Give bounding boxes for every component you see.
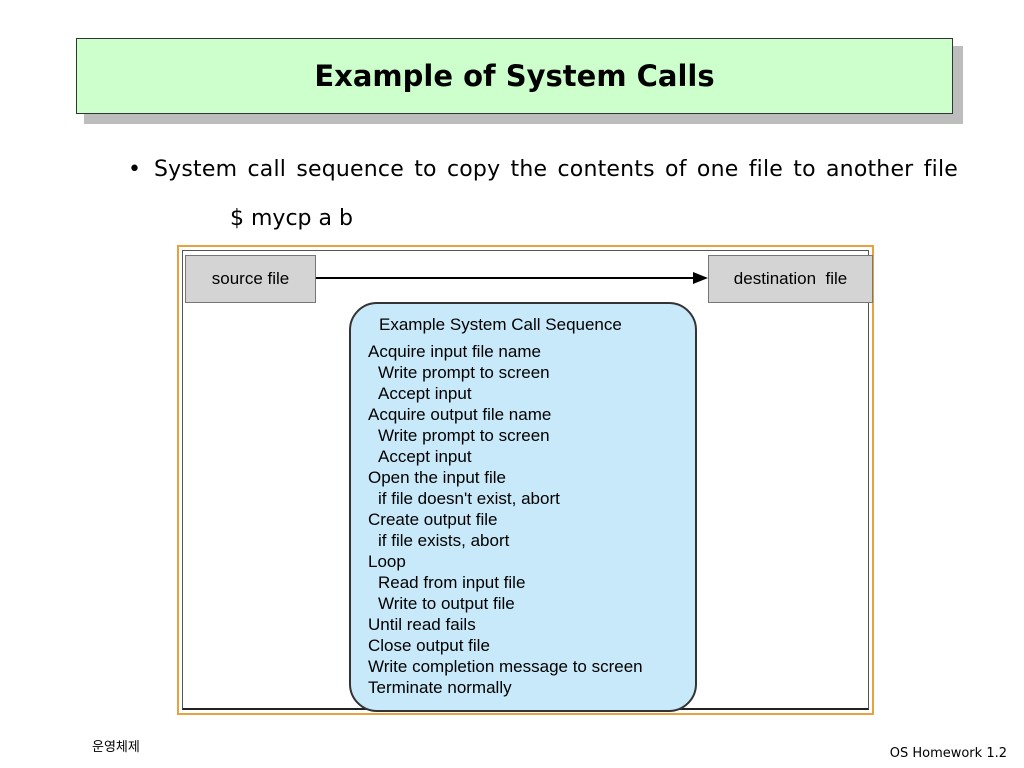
diagram-canvas: source file destination file Example Sys… [182, 250, 873, 712]
footer-page-label: OS Homework 1.2 [889, 746, 1007, 761]
destination-file-label: destination file [733, 269, 848, 288]
sequence-step: Until read fails [368, 615, 476, 634]
arrow-icon [316, 272, 708, 284]
sequence-step: Acquire input file name [368, 342, 541, 361]
sequence-step: Accept input [378, 447, 472, 466]
sequence-step: Create output file [368, 510, 498, 529]
title-box: Example of System Calls [76, 38, 953, 114]
command-example: $ mycp a b [230, 206, 353, 231]
sequence-step: Write completion message to screen [368, 657, 643, 676]
diagram-frame: source file destination file Example Sys… [177, 245, 874, 715]
footer-course: 운영체제 [92, 740, 140, 755]
sequence-step: Acquire output file name [368, 405, 552, 424]
bullet-dot-icon: • [128, 157, 141, 182]
sequence-step: Close output file [368, 636, 490, 655]
sequence-step: Loop [368, 552, 406, 571]
bullet-text: System call sequence to copy the content… [154, 157, 958, 182]
destination-file-box: destination file [708, 255, 873, 303]
sequence-step: Write prompt to screen [378, 363, 550, 382]
page-title: Example of System Calls [314, 59, 715, 93]
sequence-step: Terminate normally [368, 678, 512, 697]
source-file-label: source file [211, 269, 290, 288]
source-file-box: source file [185, 255, 316, 303]
sequence-step: Write prompt to screen [378, 426, 550, 445]
sequence-step: if file doesn't exist, abort [378, 489, 560, 508]
sequence-step: Read from input file [378, 573, 526, 592]
bullet-item: • System call sequence to copy the conte… [128, 157, 958, 182]
sequence-step: Write to output file [378, 594, 515, 613]
sequence-title: Example System Call Sequence [379, 315, 622, 334]
sequence-step: if file exists, abort [378, 531, 510, 550]
sequence-box: Example System Call Sequence Acquire inp… [349, 302, 697, 712]
sequence-step: Accept input [378, 384, 472, 403]
sequence-step: Open the input file [368, 468, 506, 487]
